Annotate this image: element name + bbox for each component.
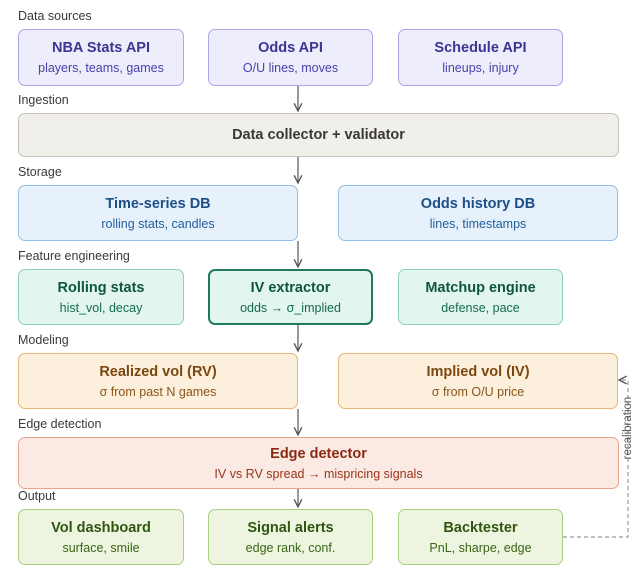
node-subtitle: lines, timestamps [429,216,527,231]
section-label-storage: Storage [18,165,62,179]
node-subtitle: σ from past N games [99,384,217,399]
recalibration-loop [563,380,629,538]
node-title: Signal alerts [247,519,334,536]
node-title: Odds API [258,40,323,56]
section-label-modeling: Modeling [18,333,69,347]
node-title: Backtester [443,519,518,536]
node-signal-alerts[interactable]: Signal alerts edge rank, conf. [208,509,373,565]
node-iv-extractor[interactable]: IV extractor odds → σ_implied [208,269,373,325]
node-matchup-engine[interactable]: Matchup engine defense, pace [398,269,563,325]
node-nba-stats-api[interactable]: NBA Stats API players, teams, games [18,29,184,86]
node-schedule-api[interactable]: Schedule API lineups, injury [398,29,563,86]
node-subtitle: players, teams, games [38,61,164,75]
recalibration-label: recalibration [622,396,634,460]
node-title: IV extractor [250,279,331,296]
node-subtitle: hist_vol, decay [59,300,143,315]
node-title: Vol dashboard [51,519,151,536]
node-subtitle: rolling stats, candles [101,216,215,231]
node-subtitle: defense, pace [441,300,520,315]
node-title: Time-series DB [105,195,211,212]
node-backtester[interactable]: Backtester PnL, sharpe, edge [398,509,563,565]
node-subtitle: PnL, sharpe, edge [429,540,532,555]
section-label-edge-detection: Edge detection [18,417,102,431]
node-subtitle: σ from O/U price [431,384,525,399]
node-subtitle: surface, smile [62,540,140,555]
node-title: Realized vol (RV) [99,363,217,380]
node-vol-dashboard[interactable]: Vol dashboard surface, smile [18,509,184,565]
node-title: NBA Stats API [51,40,151,56]
section-label-output: Output [18,489,56,503]
node-odds-api[interactable]: Odds API O/U lines, moves [208,29,373,86]
node-subtitle: IV vs RV spread → mispricing signals [214,466,423,481]
section-label-data-sources: Data sources [18,9,92,23]
node-subtitle: lineups, injury [442,61,519,75]
node-realized-vol[interactable]: Realized vol (RV) σ from past N games [18,353,298,409]
node-time-series-db[interactable]: Time-series DB rolling stats, candles [18,185,298,241]
node-title: Matchup engine [425,279,536,296]
node-title: Data collector + validator [232,127,405,143]
node-title: Rolling stats [57,279,145,296]
node-title: Implied vol (IV) [426,363,530,380]
section-label-ingestion: Ingestion [18,93,69,107]
node-implied-vol[interactable]: Implied vol (IV) σ from O/U price [338,353,618,409]
node-title: Schedule API [434,40,527,56]
node-rolling-stats[interactable]: Rolling stats hist_vol, decay [18,269,184,325]
node-odds-history-db[interactable]: Odds history DB lines, timestamps [338,185,618,241]
node-edge-detector[interactable]: Edge detector IV vs RV spread → misprici… [18,437,619,489]
node-subtitle: edge rank, conf. [245,540,336,555]
node-data-collector[interactable]: Data collector + validator [18,113,619,157]
node-title: Odds history DB [420,195,536,212]
node-subtitle: odds → σ_implied [240,300,341,315]
section-label-feature-engineering: Feature engineering [18,249,130,263]
node-title: Edge detector [270,445,367,462]
node-subtitle: O/U lines, moves [242,61,339,75]
